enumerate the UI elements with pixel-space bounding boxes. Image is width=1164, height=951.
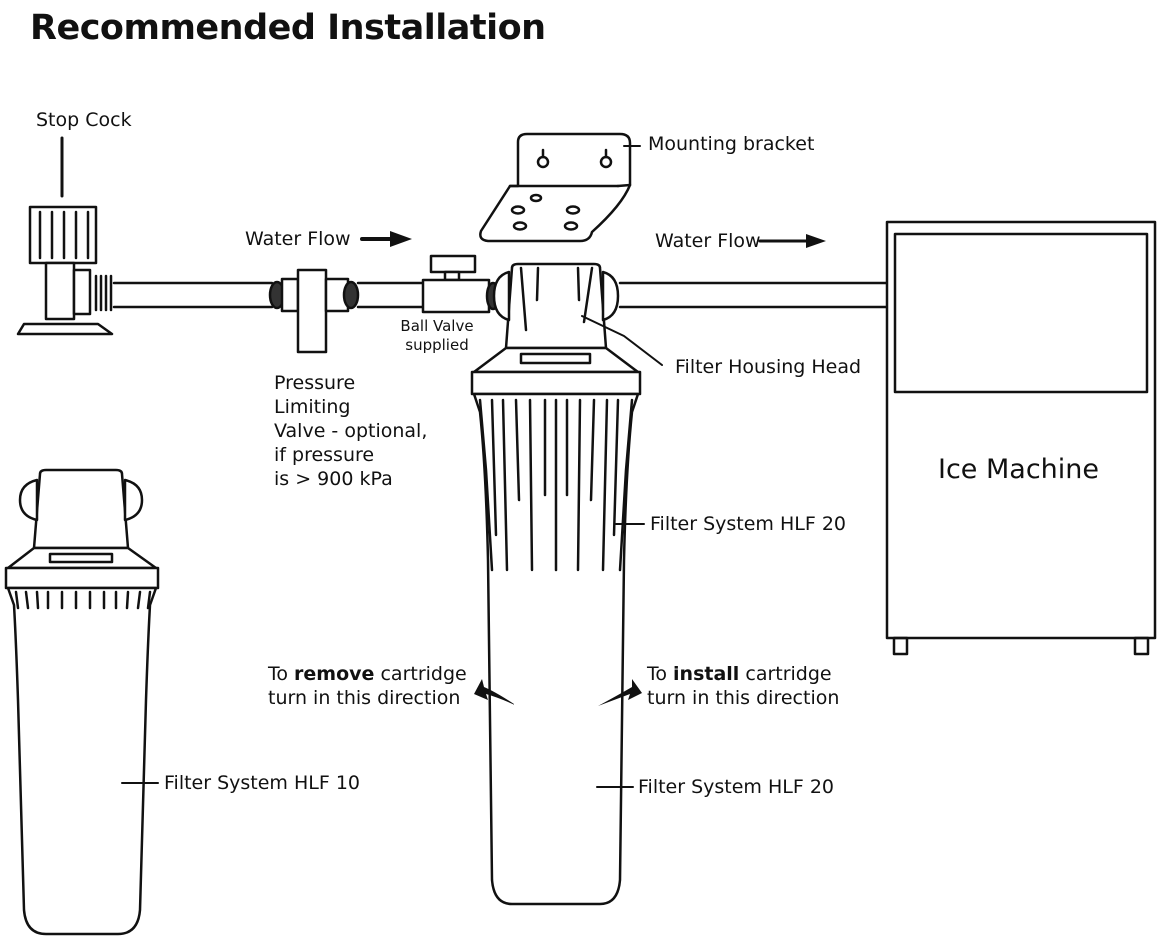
pressure-valve-line: Pressure xyxy=(274,372,356,394)
install-rotation-arrow xyxy=(598,679,642,706)
remove-rotation-arrow xyxy=(474,679,517,706)
filter-hlf10-label: Filter System HLF 10 xyxy=(164,772,361,794)
stop-cock xyxy=(16,136,114,336)
pressure-valve-label: Pressure Limiting Valve - optional, if p… xyxy=(274,371,427,491)
mounting-bracket xyxy=(479,132,632,243)
remove-post: cartridge xyxy=(374,663,467,685)
filter-hlf20-lower-label: Filter System HLF 20 xyxy=(638,776,835,798)
install-bold: install xyxy=(673,663,740,685)
filter-hlf20-upper-label: Filter System HLF 20 xyxy=(650,513,847,535)
water-flow-arrow-left xyxy=(360,231,412,247)
pressure-valve-line: Valve - optional, xyxy=(274,420,428,442)
remove-line2: turn in this direction xyxy=(268,687,461,709)
ball-valve-label-line2: supplied xyxy=(405,336,469,354)
pressure-limiting-valve xyxy=(268,268,360,354)
remove-cartridge-label: To remove cartridge turn in this directi… xyxy=(268,662,467,710)
pressure-valve-line: is > 900 kPa xyxy=(274,468,393,490)
leader-lines xyxy=(121,145,663,788)
install-post: cartridge xyxy=(739,663,832,685)
install-line2: turn in this direction xyxy=(647,687,840,709)
remove-bold: remove xyxy=(294,663,375,685)
pressure-valve-line: if pressure xyxy=(274,444,375,466)
pressure-valve-line: Limiting xyxy=(274,396,351,418)
ball-valve xyxy=(421,254,501,314)
water-flow-arrow-right xyxy=(758,234,826,248)
water-flow-label-left: Water Flow xyxy=(245,228,351,250)
install-cartridge-label: To install cartridge turn in this direct… xyxy=(647,662,839,710)
middle-pipe xyxy=(356,281,424,309)
page-title: Recommended Installation xyxy=(30,8,546,48)
outlet-pipe xyxy=(618,281,889,309)
remove-pre: To xyxy=(268,663,295,685)
filter-housing-head-label: Filter Housing Head xyxy=(675,356,862,378)
filter-hlf20 xyxy=(470,262,642,906)
water-flow-label-right: Water Flow xyxy=(655,230,761,252)
inlet-pipe xyxy=(112,281,274,309)
ball-valve-label: Ball Valve supplied xyxy=(398,317,476,355)
ball-valve-label-line1: Ball Valve xyxy=(400,317,474,335)
filter-hlf10 xyxy=(4,468,160,936)
mounting-bracket-label: Mounting bracket xyxy=(648,133,815,155)
ice-machine xyxy=(885,220,1157,656)
stop-cock-label: Stop Cock xyxy=(36,109,132,131)
install-pre: To xyxy=(647,663,674,685)
ice-machine-label: Ice Machine xyxy=(938,454,1100,485)
